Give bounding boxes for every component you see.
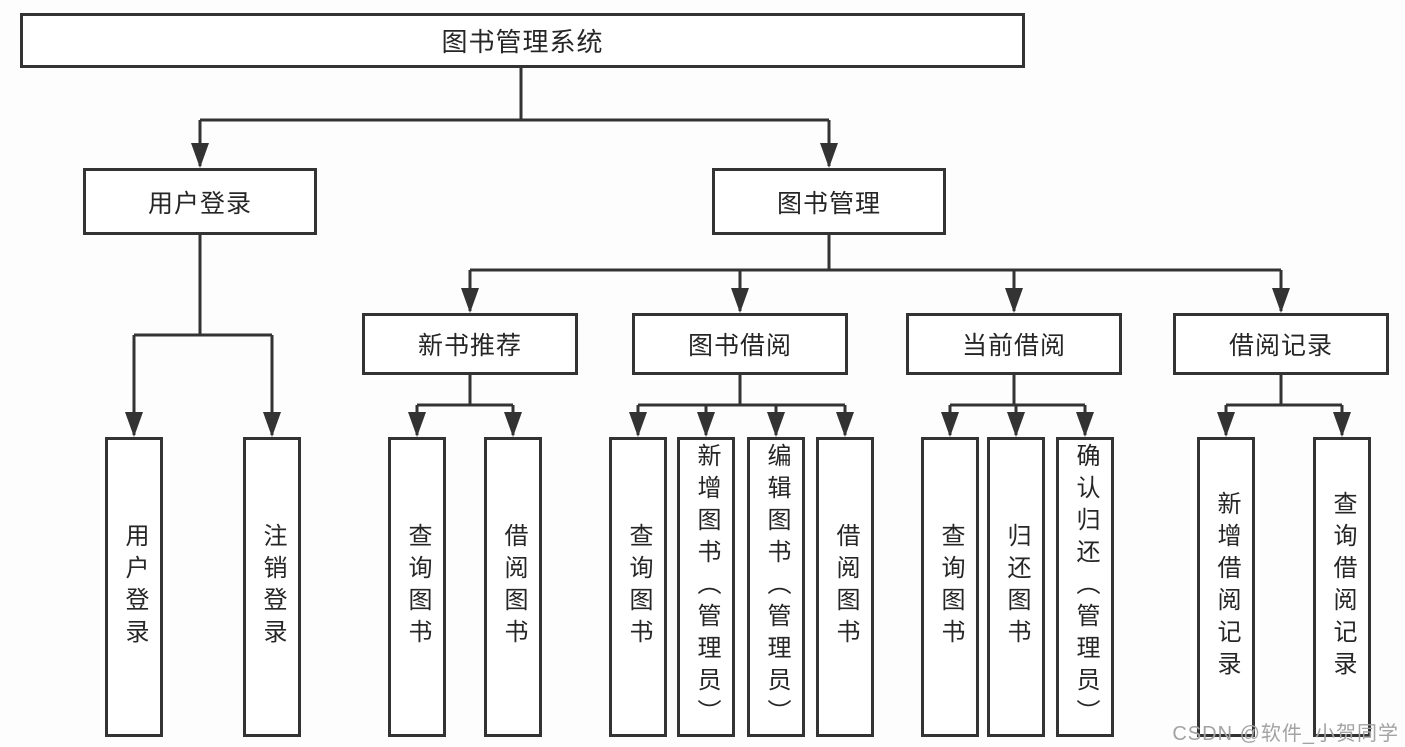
node-label: 查询图书 [625, 523, 652, 651]
arrowheads [125, 143, 1351, 437]
node-query-books: 查询图书 [388, 437, 446, 737]
node-borrow-books: 借阅图书 [484, 437, 542, 737]
node-add-borrow-record: 新增借阅记录 [1197, 437, 1255, 737]
node-edit-books-admin: 编辑图书（管理员） [747, 437, 805, 737]
csdn-watermark: CSDN @软件_小贺同学 [1172, 723, 1399, 745]
node-query-books: 查询图书 [921, 437, 979, 737]
node-confirm-return-admin: 确认归还（管理员） [1056, 437, 1114, 737]
node-user-login: 用户登录 [83, 168, 317, 235]
node-label: 用户登录 [121, 523, 148, 651]
node-label: 新增借阅记录 [1213, 491, 1240, 683]
node-new-book-recommendation: 新书推荐 [362, 313, 578, 375]
node-add-books-admin: 新增图书（管理员） [677, 437, 735, 737]
node-borrowing-records: 借阅记录 [1173, 313, 1389, 375]
tree-edges [132, 68, 1344, 435]
node-label: 借阅图书 [832, 523, 859, 651]
node-label: 借阅图书 [500, 523, 527, 651]
node-label: 查询借阅记录 [1329, 491, 1356, 683]
node-query-books: 查询图书 [609, 437, 667, 737]
node-book-borrowing: 图书借阅 [632, 313, 848, 375]
node-label: 注销登录 [259, 523, 286, 651]
node-book-management: 图书管理 [712, 168, 946, 235]
node-current-borrowing: 当前借阅 [906, 313, 1122, 375]
node-borrow-books: 借阅图书 [816, 437, 874, 737]
node-logout: 注销登录 [243, 437, 301, 737]
node-label: 确认归还（管理员） [1072, 443, 1099, 731]
node-label: 新增图书（管理员） [693, 443, 720, 731]
node-label: 查询图书 [404, 523, 431, 651]
node-return-books: 归还图书 [987, 437, 1045, 737]
node-query-borrow-record: 查询借阅记录 [1313, 437, 1371, 737]
node-user-login-leaf: 用户登录 [105, 437, 163, 737]
node-label: 编辑图书（管理员） [763, 443, 790, 731]
node-label: 归还图书 [1003, 523, 1030, 651]
node-library-management-system: 图书管理系统 [20, 13, 1025, 68]
node-label: 查询图书 [937, 523, 964, 651]
